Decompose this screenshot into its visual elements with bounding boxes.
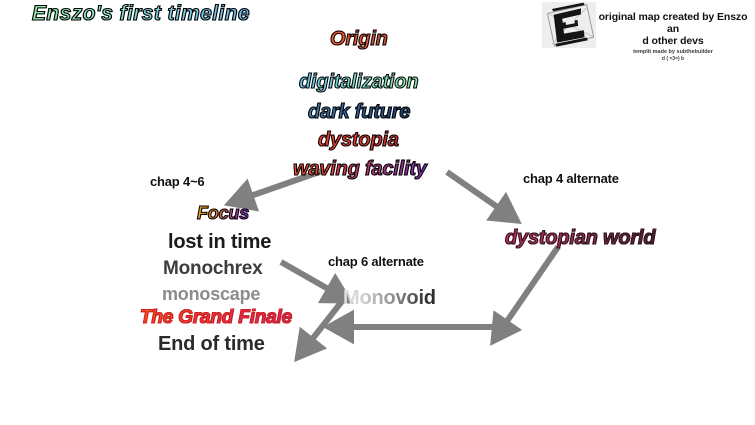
node-focus: Focus bbox=[196, 203, 250, 223]
node-monoscape: monoscape bbox=[162, 284, 261, 304]
arrow-waving-facility-to-dystopian-world bbox=[445, 169, 522, 224]
arrow-dystopian-world-to-bottom-rail bbox=[490, 245, 561, 346]
node-origin: Origin bbox=[330, 28, 389, 50]
edge-label-chap-4-alternate: chap 4 alternate bbox=[523, 171, 619, 186]
edge-label-chap-4-6: chap 4~6 bbox=[150, 174, 205, 189]
page-title: Enszo's first timeline bbox=[31, 2, 251, 25]
credit-line-2: d other devs bbox=[642, 35, 704, 47]
edge-label-chap-6-alternate: chap 6 alternate bbox=[328, 254, 424, 269]
enszo-logo-icon bbox=[542, 2, 596, 48]
node-lost-in-time: lost in time bbox=[168, 231, 272, 253]
node-end-of-time: End of time bbox=[158, 333, 265, 355]
node-the-grand-finale: The Grand Finale bbox=[139, 307, 292, 328]
credit-line-4: d ( =3=) b bbox=[661, 56, 685, 62]
node-waving-facility: waving facility bbox=[293, 158, 428, 180]
node-dystopia: dystopia bbox=[318, 129, 400, 151]
credit-text-block: original map created by Enszo an d other… bbox=[592, 11, 754, 63]
node-digitalization: digitalization bbox=[298, 71, 419, 93]
node-dystopian-world: dystopian world bbox=[504, 227, 656, 249]
credit-block: original map created by Enszo an d other… bbox=[542, 2, 754, 62]
arrow-monovoid-to-end-of-time bbox=[294, 298, 346, 363]
credit-line-1: original map created by Enszo an bbox=[598, 11, 748, 35]
node-monochrex: Monochrex bbox=[163, 258, 263, 279]
credit-line-3: templit made by subthebuilder bbox=[633, 49, 713, 55]
node-dark-future: dark future bbox=[307, 101, 411, 123]
node-monovoid: Monovoid bbox=[343, 287, 436, 309]
